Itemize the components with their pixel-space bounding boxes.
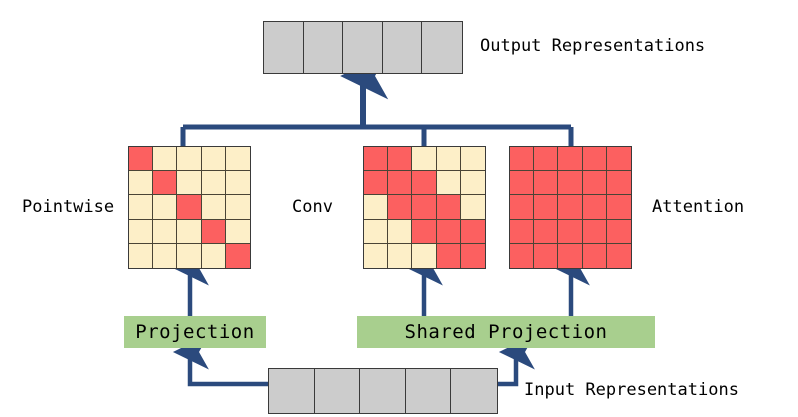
matrix-cell-active [582, 147, 607, 172]
matrix-cell-active [558, 219, 583, 244]
matrix-cell-active [364, 171, 389, 196]
matrix-cell-active [388, 171, 413, 196]
matrix-cell-active [412, 219, 437, 244]
matrix-cell-active [606, 243, 631, 268]
matrix-cell-active [510, 147, 535, 172]
matrix-cell-active [364, 147, 389, 172]
matrix-cell-active [582, 171, 607, 196]
matrix-cell-inactive [153, 243, 178, 268]
input-token-cell [405, 369, 452, 413]
input-token-cell [360, 369, 406, 413]
matrix-cell-active [460, 219, 485, 244]
matrix-cell-active [153, 171, 178, 196]
matrix-cell-inactive [460, 171, 485, 196]
matrix-cell-inactive [201, 243, 226, 268]
matrix-cell-inactive [153, 219, 178, 244]
matrix-cell-active [582, 243, 607, 268]
matrix-cell-inactive [225, 219, 250, 244]
matrix-cell-active [388, 195, 413, 220]
matrix-cell-active [606, 147, 631, 172]
matrix-cell-active [558, 171, 583, 196]
matrix-cell-active [558, 147, 583, 172]
matrix-cell-inactive [364, 219, 389, 244]
matrix-cell-active [582, 219, 607, 244]
matrix-cell-inactive [129, 243, 154, 268]
matrix-cell-active [510, 219, 535, 244]
matrix-cell-inactive [177, 219, 202, 244]
matrix-cell-active [225, 243, 250, 268]
shared-projection-box[interactable]: Shared Projection [357, 316, 655, 348]
input-token-cell [451, 369, 497, 413]
matrix-cell-inactive [153, 147, 178, 172]
matrix-cell-active [534, 195, 559, 220]
projection-box[interactable]: Projection [124, 316, 266, 348]
matrix-cell-inactive [225, 195, 250, 220]
matrix-cell-active [436, 219, 461, 244]
output-representations-label: Output Representations [480, 36, 706, 56]
matrix-cell-active [558, 243, 583, 268]
matrix-cell-active [510, 243, 535, 268]
attention-label: Attention [652, 197, 745, 217]
matrix-cell-active [412, 195, 437, 220]
matrix-cell-active [582, 195, 607, 220]
matrix-cell-inactive [225, 171, 250, 196]
input-token-cell [314, 369, 361, 413]
matrix-cell-inactive [412, 147, 437, 172]
matrix-cell-active [201, 219, 226, 244]
matrix-cell-active [606, 171, 631, 196]
matrix-cell-inactive [412, 243, 437, 268]
matrix-cell-inactive [177, 171, 202, 196]
matrix-cell-inactive [129, 195, 154, 220]
matrix-cell-active [606, 219, 631, 244]
output-representations-row [263, 21, 463, 74]
output-token-cell [343, 22, 383, 73]
matrix-cell-inactive [225, 147, 250, 172]
matrix-cell-active [388, 147, 413, 172]
matrix-cell-active [534, 243, 559, 268]
matrix-cell-inactive [364, 195, 389, 220]
input-representations-row [268, 368, 498, 414]
matrix-cell-active [534, 219, 559, 244]
output-token-cell [382, 22, 423, 73]
matrix-cell-active [436, 243, 461, 268]
matrix-cell-inactive [436, 147, 461, 172]
matrix-cell-inactive [364, 243, 389, 268]
matrix-cell-active [460, 243, 485, 268]
matrix-cell-active [534, 171, 559, 196]
input-token-cell [269, 369, 315, 413]
matrix-cell-inactive [388, 243, 413, 268]
matrix-cell-inactive [153, 195, 178, 220]
pointwise-matrix [128, 146, 251, 269]
matrix-cell-active [412, 171, 437, 196]
output-token-cell [264, 22, 304, 73]
matrix-cell-inactive [388, 219, 413, 244]
pointwise-label: Pointwise [22, 197, 115, 217]
matrix-cell-inactive [129, 219, 154, 244]
matrix-cell-inactive [436, 171, 461, 196]
matrix-cell-inactive [460, 147, 485, 172]
matrix-cell-active [606, 195, 631, 220]
matrix-cell-active [534, 147, 559, 172]
output-token-cell [422, 22, 462, 73]
output-token-cell [303, 22, 344, 73]
input-representations-label: Input Representations [524, 380, 739, 400]
conv-matrix [363, 146, 486, 269]
matrix-cell-active [510, 171, 535, 196]
matrix-cell-active [558, 195, 583, 220]
matrix-cell-inactive [129, 171, 154, 196]
matrix-cell-active [436, 195, 461, 220]
attention-matrix [509, 146, 632, 269]
matrix-cell-inactive [177, 243, 202, 268]
matrix-cell-inactive [201, 147, 226, 172]
matrix-cell-inactive [201, 171, 226, 196]
matrix-cell-inactive [460, 195, 485, 220]
matrix-cell-inactive [177, 147, 202, 172]
matrix-cell-active [177, 195, 202, 220]
matrix-cell-active [129, 147, 154, 172]
matrix-cell-active [510, 195, 535, 220]
conv-label: Conv [292, 197, 333, 217]
matrix-cell-inactive [201, 195, 226, 220]
